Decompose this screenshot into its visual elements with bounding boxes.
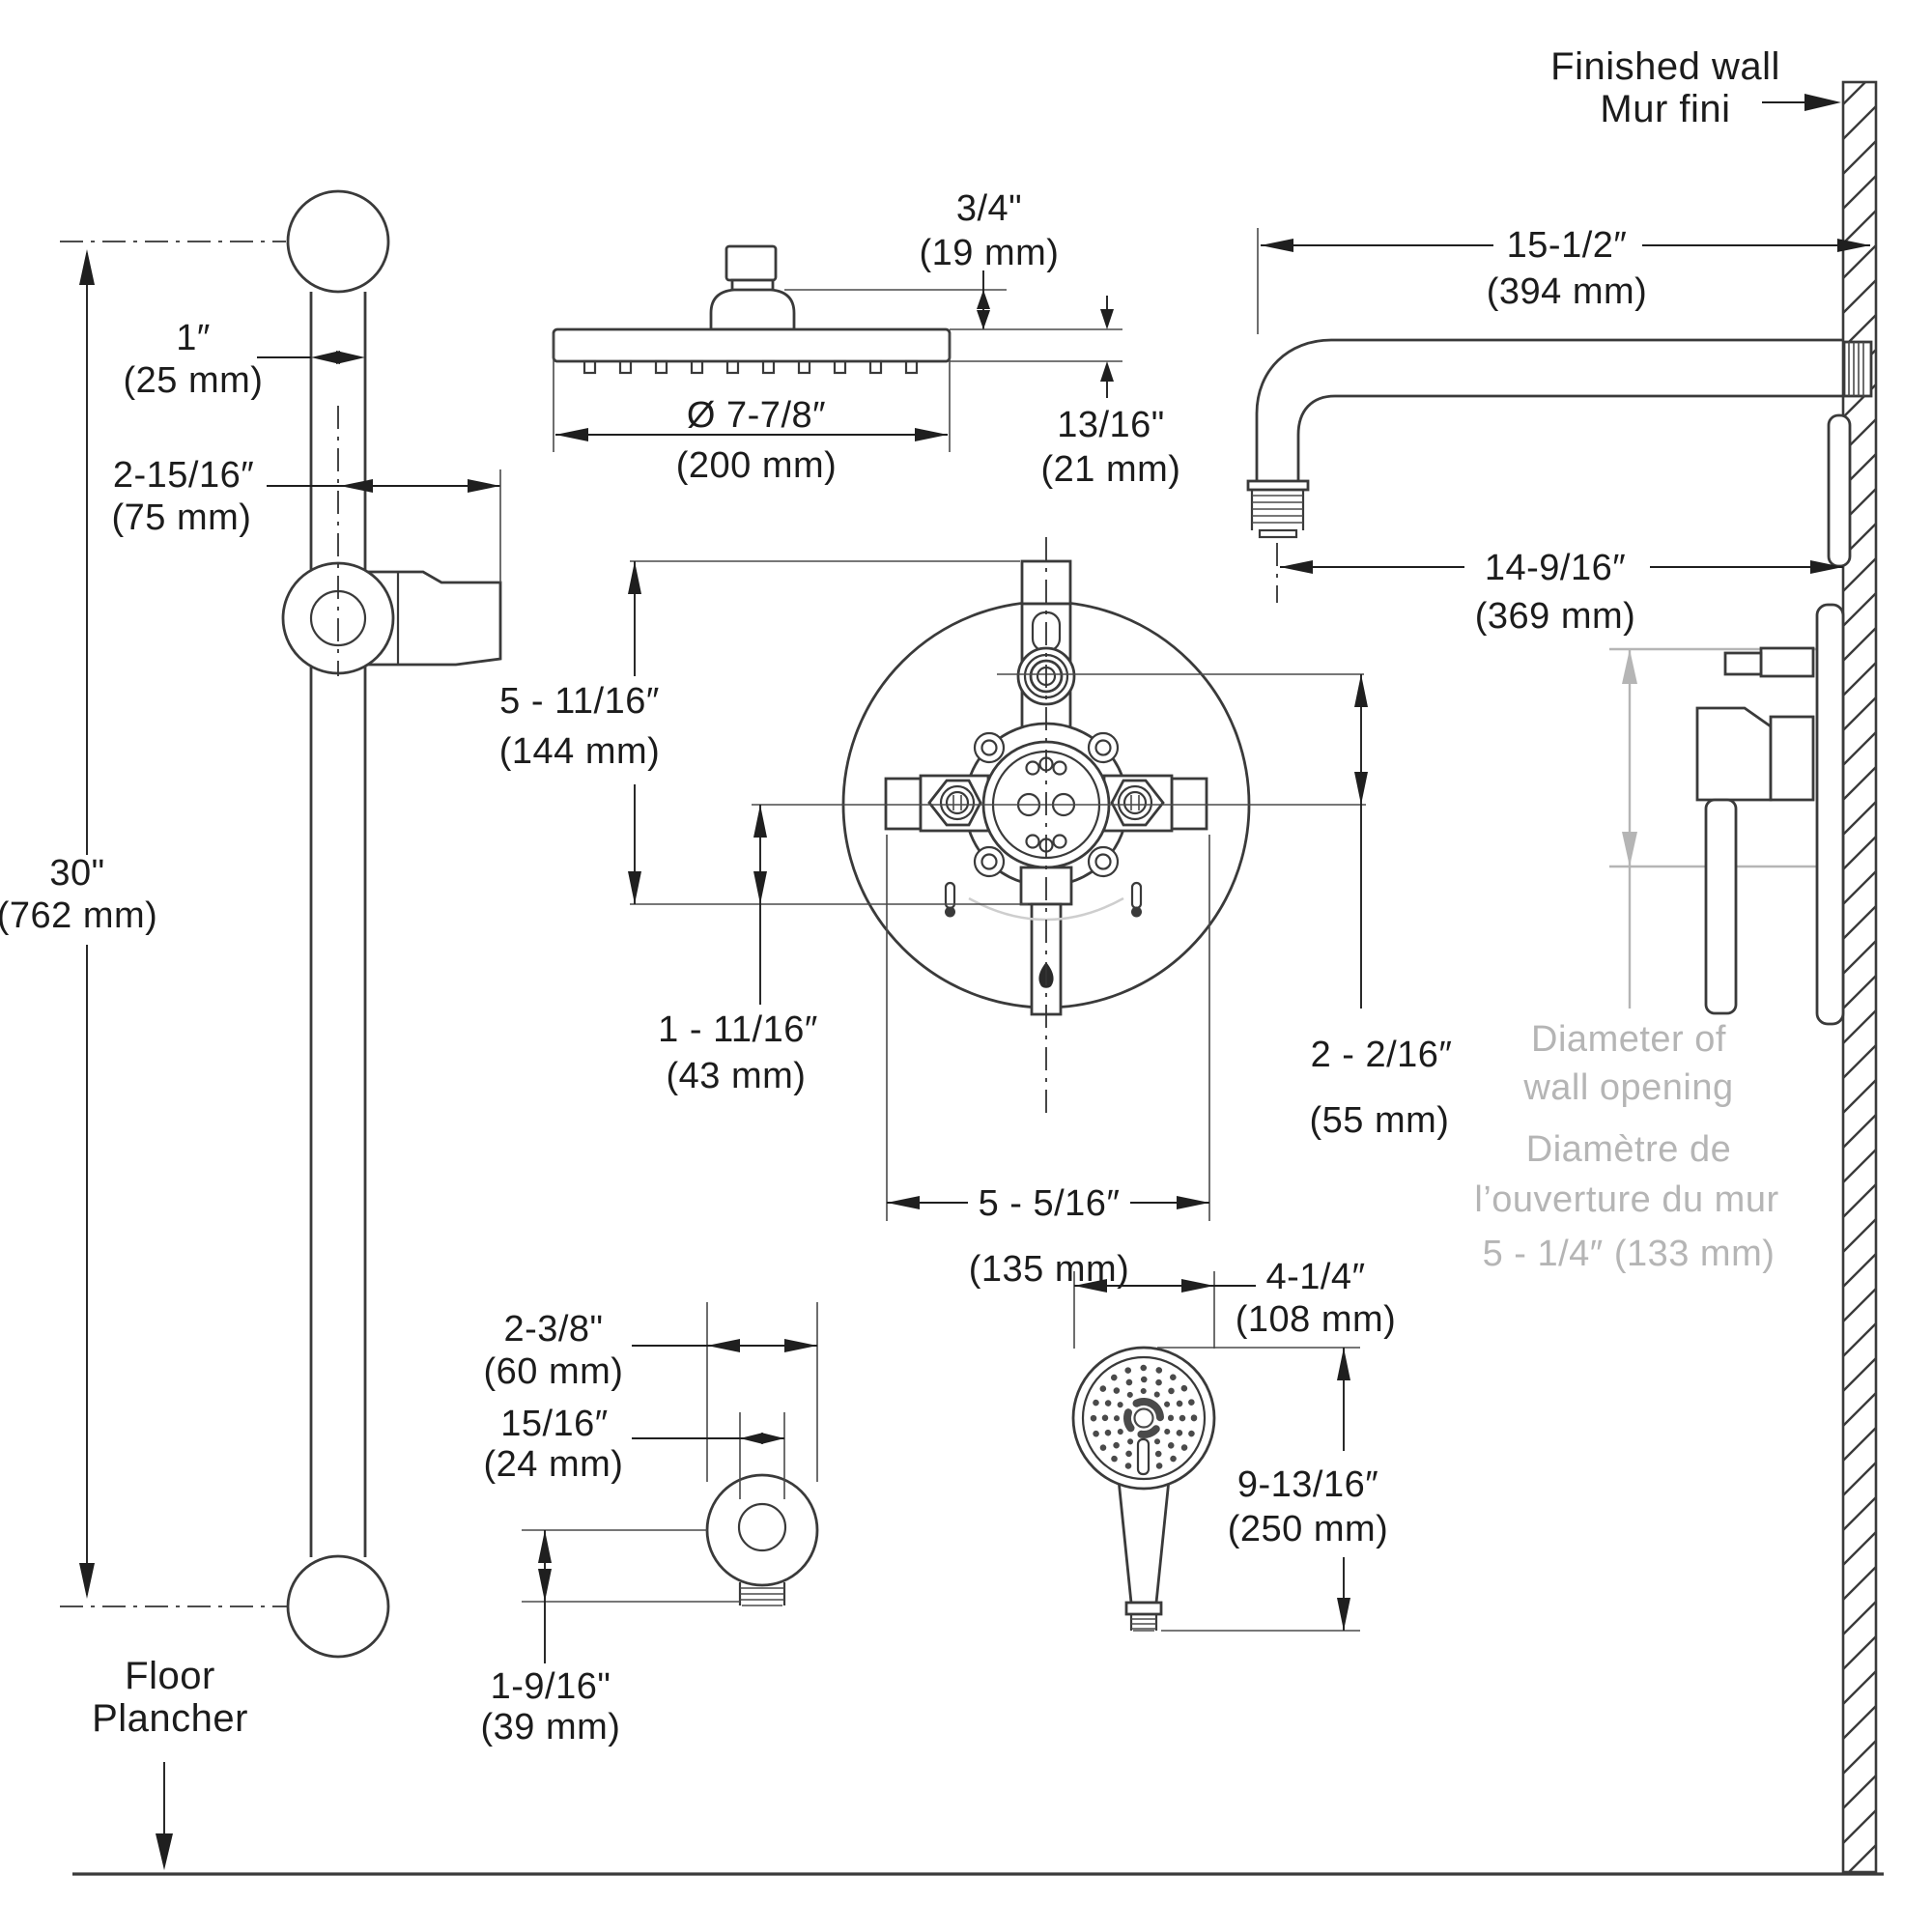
valve-body-side	[1695, 706, 1773, 802]
arm-threads	[1250, 490, 1305, 539]
finished-wall-arrow	[1804, 94, 1841, 111]
svg-text:(75 mm): (75 mm)	[112, 497, 252, 538]
svg-text:14-9/16″: 14-9/16″	[1485, 548, 1626, 588]
svg-text:3/4": 3/4"	[956, 188, 1022, 229]
floor-arrow	[156, 1833, 173, 1870]
svg-text:(43 mm): (43 mm)	[667, 1056, 807, 1096]
hand-shower-diverter-slot	[1136, 1437, 1151, 1476]
valve-front-view: 5 - 11/16″ (144 mm) 1 - 11/16″ (43 mm) 5…	[499, 537, 1453, 1290]
dim-slide-bar-height: 30" (762 mm)	[0, 249, 157, 1599]
svg-text:(394 mm): (394 mm)	[1487, 271, 1648, 312]
svg-text:1″: 1″	[176, 318, 211, 358]
dim-valve-width: 5 - 5/16″ (135 mm)	[886, 835, 1210, 1290]
svg-text:9-13/16″: 9-13/16″	[1237, 1464, 1378, 1505]
valve-left-port-arm	[884, 774, 990, 833]
dim-head-stem: 3/4" (19 mm)	[784, 188, 1059, 329]
svg-text:(369 mm): (369 mm)	[1475, 596, 1636, 637]
svg-text:(21 mm): (21 mm)	[1041, 449, 1181, 490]
svg-text:wall opening: wall opening	[1522, 1067, 1733, 1108]
finished-wall-label-fr: Mur fini	[1600, 88, 1730, 130]
svg-text:(25 mm): (25 mm)	[124, 360, 264, 401]
svg-text:(60 mm): (60 mm)	[484, 1351, 624, 1392]
svg-text:30": 30"	[49, 853, 104, 894]
dim-hand-shower-width: 4-1/4″ (108 mm)	[1073, 1257, 1397, 1349]
slide-bar-bottom-cap	[286, 1554, 390, 1659]
svg-text:(144 mm): (144 mm)	[499, 731, 661, 772]
dim-arm-length-top: 15-1/2″ (394 mm)	[1257, 225, 1870, 334]
svg-text:(39 mm): (39 mm)	[481, 1707, 621, 1747]
dim-hand-shower-height: 9-13/16″ (250 mm)	[1157, 1347, 1389, 1632]
svg-text:2-15/16″: 2-15/16″	[113, 455, 254, 496]
svg-text:15-1/2″: 15-1/2″	[1507, 225, 1628, 266]
svg-text:1 - 11/16″: 1 - 11/16″	[658, 1009, 818, 1050]
floor-label-fr: Plancher	[92, 1697, 248, 1740]
dim-valve-height: 5 - 11/16″ (144 mm)	[499, 560, 1028, 905]
hand-shower-handle	[1117, 1478, 1171, 1605]
thermometer-icon-left	[944, 881, 956, 918]
shower-arm: 15-1/2″ (394 mm) 14-9/16″ (369 mm)	[1246, 225, 1873, 637]
dim-slider-offset: 2-15/16″ (75 mm)	[112, 455, 501, 582]
svg-text:2-3/8": 2-3/8"	[503, 1309, 603, 1350]
svg-text:(55 mm): (55 mm)	[1310, 1100, 1450, 1141]
dim-head-diameter: Ø 7-7/8″ (200 mm)	[553, 333, 951, 486]
svg-text:5 - 11/16″: 5 - 11/16″	[499, 681, 660, 722]
svg-text:5 - 1/4″ (133 mm): 5 - 1/4″ (133 mm)	[1483, 1234, 1776, 1274]
svg-text:13/16": 13/16"	[1057, 405, 1165, 445]
dim-valve-port-offset: 2 - 2/16″ (55 mm)	[1310, 674, 1453, 1141]
hand-shower-face	[1071, 1346, 1216, 1491]
svg-text:2 - 2/16″: 2 - 2/16″	[1311, 1035, 1453, 1075]
wall-supply-elbow: 2-3/8" (60 mm) 15/16″ (24 mm) 1-9/16" (3…	[481, 1302, 819, 1747]
slider-holder	[281, 561, 502, 675]
thermometer-icon-right	[1130, 881, 1143, 918]
dim-valve-drop: 1 - 11/16″ (43 mm)	[658, 805, 818, 1096]
svg-text:(762 mm): (762 mm)	[0, 895, 157, 936]
valve-side-view: Diameter of wall opening Diamètre de l’o…	[1474, 603, 1845, 1274]
valve-handle-side	[1704, 798, 1738, 1015]
dim-arm-length-bottom: 14-9/16″ (369 mm)	[1280, 548, 1843, 637]
svg-text:(108 mm): (108 mm)	[1236, 1299, 1397, 1340]
svg-text:Ø 7-7/8″: Ø 7-7/8″	[687, 395, 826, 436]
floor: Floor Plancher	[72, 1655, 1884, 1876]
valve-right-port-arm	[1102, 774, 1208, 833]
dim-slide-bar-width: 1″ (25 mm)	[124, 318, 365, 401]
wall-opening-note: Diameter of wall opening Diamètre de l’o…	[1474, 1019, 1778, 1274]
finished-wall-label-en: Finished wall	[1550, 45, 1780, 88]
slide-bar: 30" (762 mm) 1″ (25 mm) 2-15/16″ (75 mm)	[0, 189, 502, 1659]
svg-text:(200 mm): (200 mm)	[676, 445, 838, 486]
svg-text:(250 mm): (250 mm)	[1228, 1509, 1389, 1549]
rain-shower-head: Ø 7-7/8″ (200 mm) 3/4" (19 mm) 13/16" (2…	[552, 188, 1180, 490]
svg-text:15/16″: 15/16″	[500, 1404, 609, 1444]
svg-text:Diameter of: Diameter of	[1531, 1019, 1726, 1060]
dim-elbow-width: 2-3/8" (60 mm)	[484, 1302, 818, 1482]
svg-text:(19 mm): (19 mm)	[920, 233, 1060, 273]
valve-escutcheon-side	[1815, 603, 1845, 1026]
dim-elbow-drop: 1-9/16" (39 mm)	[481, 1529, 740, 1747]
svg-text:Diamètre de: Diamètre de	[1526, 1129, 1731, 1170]
svg-text:4-1/4″: 4-1/4″	[1265, 1257, 1365, 1297]
slide-bar-top-cap	[286, 189, 390, 294]
svg-text:(24 mm): (24 mm)	[484, 1444, 624, 1485]
spray-nozzles	[582, 359, 919, 375]
hand-shower: 4-1/4″ (108 mm) 9-13/16″ (250 mm)	[1071, 1257, 1397, 1632]
dim-elbow-outlet: 15/16″ (24 mm)	[484, 1404, 785, 1499]
hand-shower-threads	[1129, 1614, 1158, 1632]
svg-text:1-9/16": 1-9/16"	[491, 1666, 611, 1707]
floor-label-en: Floor	[125, 1655, 215, 1697]
dim-head-thickness: 13/16" (21 mm)	[950, 296, 1180, 490]
svg-text:5 - 5/16″: 5 - 5/16″	[979, 1183, 1121, 1224]
arm-escutcheon-side	[1827, 413, 1852, 568]
svg-text:l’ouverture du mur: l’ouverture du mur	[1474, 1179, 1778, 1220]
